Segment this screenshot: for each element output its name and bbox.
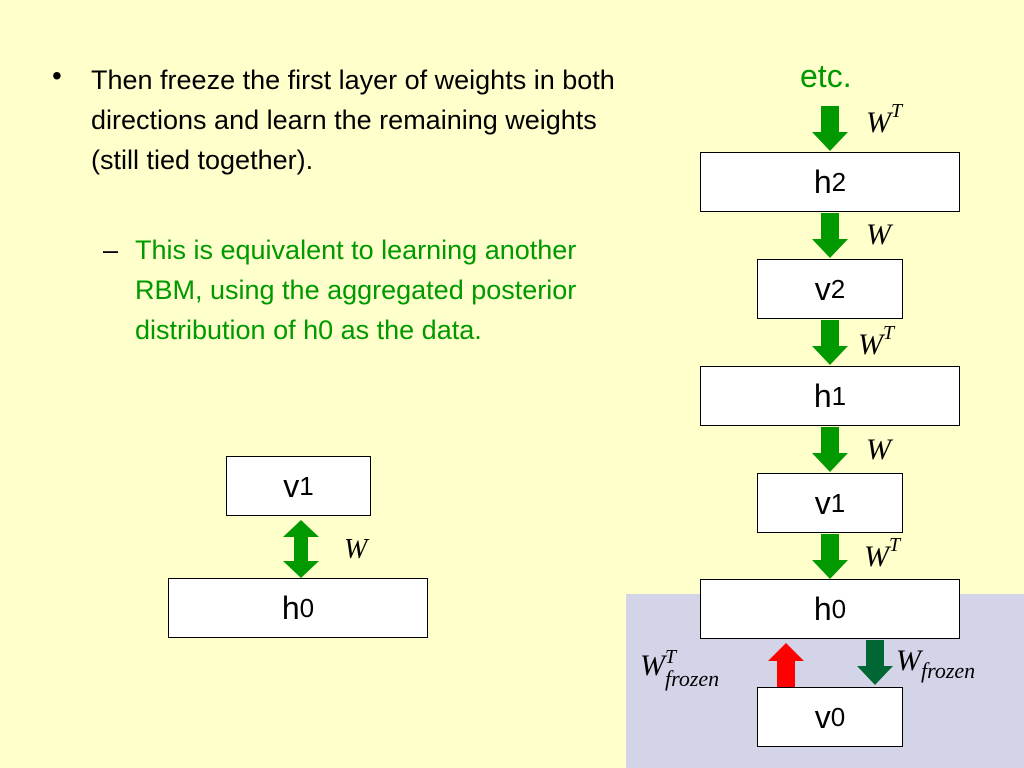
box-label: v <box>814 698 831 735</box>
box-subscript: 1 <box>831 380 847 411</box>
box-label: h <box>813 590 832 627</box>
weight-label-4: W <box>866 433 891 466</box>
box-label: h <box>281 589 300 626</box>
frozen-label: Wfrozen <box>896 644 976 683</box>
weight-label-3: WT <box>858 322 895 361</box>
weight-label-1: WT <box>866 100 903 139</box>
box-subscript: 2 <box>830 273 846 304</box>
box-subscript: 2 <box>831 166 847 197</box>
box-label: v <box>814 484 831 521</box>
frozen-up-arrow <box>768 643 804 687</box>
left-weight-label: W <box>344 534 368 565</box>
etc-label: etc. <box>800 58 852 94</box>
box-subscript: 1 <box>830 487 846 518</box>
box-label: v <box>814 270 831 307</box>
bullet-marker: • <box>52 60 62 91</box>
box-label: h <box>813 163 832 200</box>
double-arrow-shape <box>283 520 319 578</box>
weight-label-2: W <box>866 218 891 251</box>
down-arrow-2 <box>812 213 848 258</box>
down-arrow-3 <box>812 320 848 365</box>
down-arrow-4 <box>812 427 848 472</box>
down-arrow-5 <box>812 534 848 579</box>
weight-label-5: WT <box>864 534 901 573</box>
bullet-text: Then freeze the first layer of weights i… <box>91 65 615 175</box>
frozen-down-arrow <box>857 640 893 685</box>
sub-bullet-marker: – <box>103 235 119 265</box>
box-subscript: 0 <box>299 592 315 623</box>
box-subscript: 0 <box>831 593 847 624</box>
sub-bullet-text: This is equivalent to learning another R… <box>135 235 577 345</box>
box-label: v <box>283 467 300 504</box>
box-subscript: 0 <box>830 701 846 732</box>
left-double-arrow <box>283 520 319 578</box>
box-subscript: 1 <box>299 470 314 501</box>
down-arrow-1 <box>812 106 848 151</box>
box-label: h <box>813 377 832 414</box>
